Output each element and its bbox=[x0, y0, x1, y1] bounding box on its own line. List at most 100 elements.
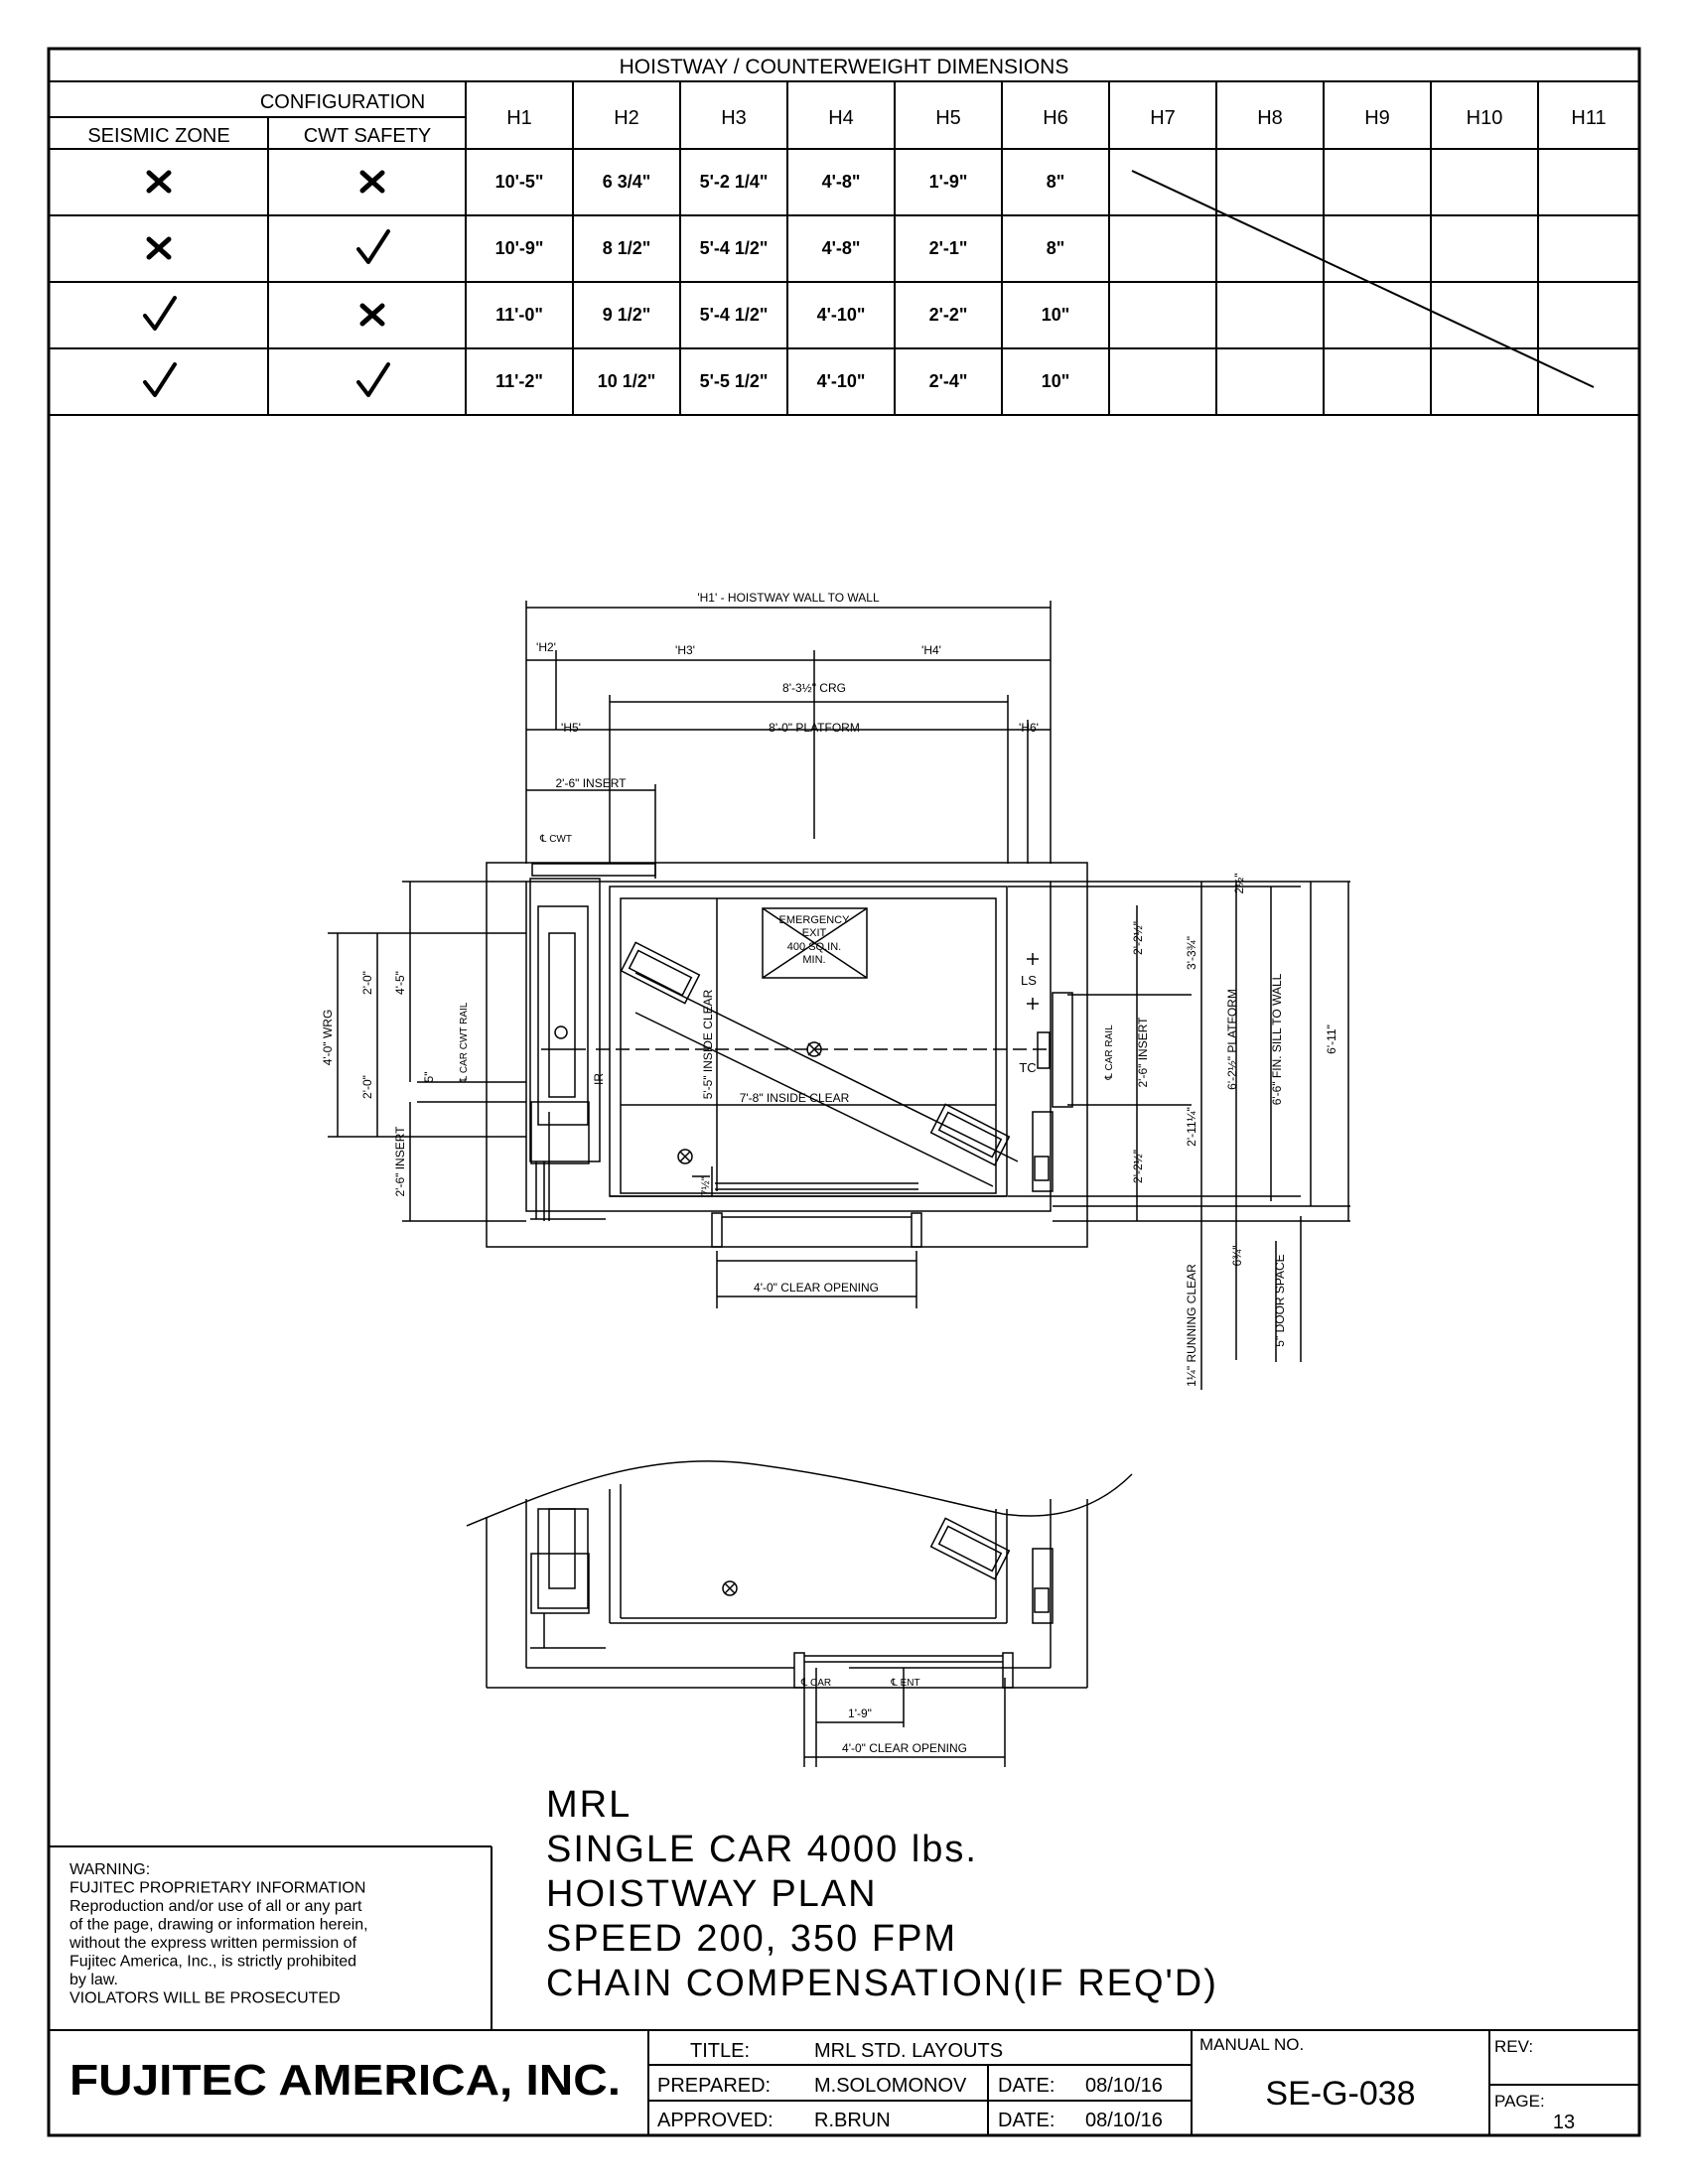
table-cell: 1'-9" bbox=[929, 172, 968, 192]
clear-opening-top: 4'-0" CLEAR OPENING bbox=[754, 1281, 879, 1295]
dim-4-5: 4'-5" bbox=[393, 971, 407, 995]
table-cell: 11'-0" bbox=[495, 305, 543, 325]
date-label-1: DATE: bbox=[998, 2075, 1055, 2097]
table-cell: 8 1/2" bbox=[603, 238, 651, 258]
dim-7: 7½" bbox=[700, 1176, 712, 1195]
col-header-h11: H11 bbox=[1571, 107, 1606, 129]
page-number: 13 bbox=[1553, 2112, 1575, 2133]
insert-top-label: 2'-6" INSERT bbox=[555, 776, 627, 790]
check-icon bbox=[356, 229, 390, 264]
col-header-h1: H1 bbox=[506, 107, 532, 129]
h1-label: 'H1' - HOISTWAY WALL TO WALL bbox=[697, 591, 880, 605]
check-icon bbox=[143, 296, 177, 331]
warning-line: Reproduction and/or use of all or any pa… bbox=[70, 1898, 362, 1915]
cwt-safety-header: CWT SAFETY bbox=[304, 125, 432, 147]
table-cell: 4'-8" bbox=[822, 238, 861, 258]
not-applicable-slash bbox=[1131, 170, 1595, 388]
warning-line: of the page, drawing or information here… bbox=[70, 1917, 368, 1934]
col-header-h7: H7 bbox=[1150, 107, 1176, 129]
insert-left: 2'-6" INSERT bbox=[393, 1126, 407, 1197]
table-cell: 4'-10" bbox=[817, 305, 866, 325]
emergency-exit-2: EXIT bbox=[802, 927, 827, 939]
warning-line: without the express written permission o… bbox=[69, 1935, 357, 1952]
description-line: CHAIN COMPENSATION(IF REQ'D) bbox=[546, 1963, 1218, 2004]
x-icon bbox=[359, 303, 385, 327]
dim-1-9: 1'-9" bbox=[848, 1706, 872, 1720]
table-cell: 2'-2" bbox=[929, 305, 968, 325]
title-value: MRL STD. LAYOUTS bbox=[814, 2040, 1003, 2062]
warning-line: WARNING: bbox=[70, 1861, 150, 1878]
hoistway-plan bbox=[328, 601, 1350, 1390]
x-icon bbox=[359, 170, 385, 194]
h4-label: 'H4' bbox=[921, 643, 941, 657]
door-space: 5" DOOR SPACE bbox=[1273, 1254, 1287, 1346]
table-cell: 9 1/2" bbox=[603, 305, 651, 325]
approved-value: R.BRUN bbox=[814, 2110, 891, 2131]
seismic-zone-header: SEISMIC ZONE bbox=[87, 125, 229, 147]
table-cell: 10'-9" bbox=[495, 238, 544, 258]
table-cell: 10 1/2" bbox=[598, 371, 656, 391]
car-cwt-rail-label: ℄ CAR CWT RAIL bbox=[459, 1002, 470, 1083]
table-cell: 10" bbox=[1042, 371, 1070, 391]
check-icon bbox=[143, 362, 177, 397]
table-cell: 8" bbox=[1047, 238, 1065, 258]
table-cell: 11'-2" bbox=[495, 371, 543, 391]
h3-label: 'H3' bbox=[675, 643, 695, 657]
col-header-h9: H9 bbox=[1364, 107, 1390, 129]
table-cell: 10" bbox=[1042, 305, 1070, 325]
plan-labels: 'H1' - HOISTWAY WALL TO WALL 'H2' 'H3' '… bbox=[321, 591, 1338, 1387]
date-label-2: DATE: bbox=[998, 2110, 1055, 2131]
description-line: MRL bbox=[546, 1784, 632, 1826]
platform-label: 8'-0" PLATFORM bbox=[769, 721, 860, 735]
inside-clear-vertical: 5'-5" INSIDE CLEAR bbox=[701, 989, 715, 1099]
h6-label: 'H6' bbox=[1019, 721, 1039, 735]
rev-label: REV: bbox=[1494, 2037, 1533, 2056]
dim-2-top: 2½" bbox=[1232, 874, 1246, 894]
col-header-h5: H5 bbox=[935, 107, 961, 129]
wrg-dim: 4'-0" WRG bbox=[321, 1010, 335, 1066]
table-cell: 6 3/4" bbox=[603, 172, 651, 192]
ent-centerline-label: ℄ ENT bbox=[890, 1678, 919, 1689]
emergency-exit-3: 400 SQ.IN. bbox=[787, 941, 841, 953]
warning-notice: WARNING: FUJITEC PROPRIETARY INFORMATIONR… bbox=[69, 1861, 368, 2007]
dimension-table bbox=[49, 80, 1639, 416]
insert-right: 2'-6" INSERT bbox=[1136, 1017, 1150, 1088]
x-icon bbox=[146, 170, 172, 194]
col-header-h3: H3 bbox=[721, 107, 747, 129]
date-value-2: 08/10/16 bbox=[1085, 2110, 1163, 2131]
manual-label: MANUAL NO. bbox=[1199, 2035, 1304, 2054]
table-cell: 4'-10" bbox=[817, 371, 866, 391]
running-clear: 1¼" RUNNING CLEAR bbox=[1185, 1264, 1198, 1387]
h5-label: 'H5' bbox=[561, 721, 581, 735]
emergency-exit-1: EMERGENCY bbox=[779, 914, 851, 926]
approved-label: APPROVED: bbox=[657, 2110, 774, 2131]
company-logo: FUJITEC AMERICA, INC. bbox=[70, 2056, 621, 2105]
dim-3-3: 3'-3¾" bbox=[1185, 936, 1198, 970]
warning-line: FUJITEC PROPRIETARY INFORMATION bbox=[70, 1880, 365, 1897]
title-block-grid bbox=[49, 2029, 1639, 2135]
col-header-h2: H2 bbox=[614, 107, 639, 129]
tc-label: TC bbox=[1019, 1060, 1036, 1075]
title-label: TITLE: bbox=[690, 2040, 750, 2062]
dim-2-2-a: 2'-2½" bbox=[1131, 921, 1145, 955]
table-cell: 5'-4 1/2" bbox=[700, 238, 769, 258]
col-header-h10: H10 bbox=[1467, 107, 1503, 129]
h2-label: 'H2' bbox=[536, 640, 556, 654]
manual-number: SE-G-038 bbox=[1265, 2075, 1415, 2113]
table-cell: 5'-4 1/2" bbox=[700, 305, 769, 325]
page-label: PAGE: bbox=[1494, 2092, 1545, 2111]
configuration-header: CONFIGURATION bbox=[260, 91, 425, 113]
table-cell: 5'-5 1/2" bbox=[700, 371, 769, 391]
table-body: 10'-5"6 3/4"5'-2 1/4"4'-8"1'-9"8"10'-9"8… bbox=[143, 170, 1070, 397]
check-icon bbox=[356, 362, 390, 397]
description-line: HOISTWAY PLAN bbox=[546, 1873, 878, 1915]
col-header-h8: H8 bbox=[1257, 107, 1283, 129]
dim-6-6-sill: 6'-6" FIN. SILL TO WALL bbox=[1270, 973, 1284, 1105]
sheet-border bbox=[47, 47, 1641, 2137]
dim-2-11: 2'-11¼" bbox=[1185, 1107, 1198, 1147]
ir-label: IR bbox=[592, 1073, 606, 1085]
table-title: HOISTWAY / COUNTERWEIGHT DIMENSIONS bbox=[620, 56, 1069, 78]
table-cell: 10'-5" bbox=[495, 172, 544, 192]
dim-6-small: 6¾" bbox=[1230, 1246, 1244, 1267]
